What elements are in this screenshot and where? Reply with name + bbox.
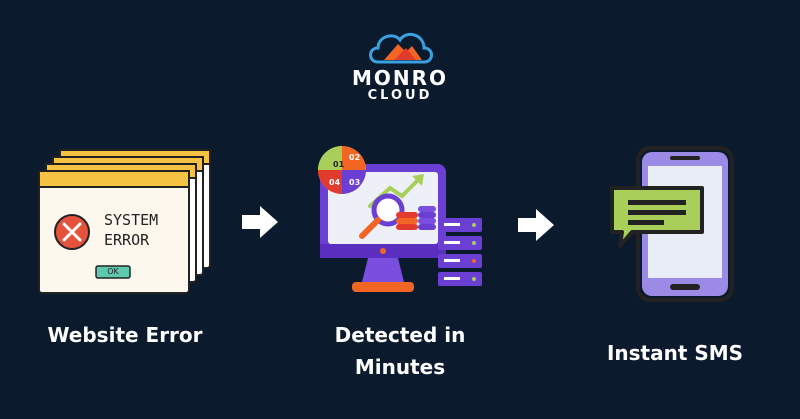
cloud-logo-icon — [369, 32, 433, 64]
phone-sms-icon — [610, 146, 734, 302]
brand-name: MONRO — [351, 66, 449, 90]
pie-label-1: 01 — [333, 160, 345, 169]
step-caption-instant-sms: Instant SMS — [606, 341, 744, 365]
dialog-text-line2: ERROR — [104, 231, 150, 249]
monitor-analytics-icon — [318, 146, 482, 292]
dialog-ok-button: OK — [107, 267, 119, 276]
step-caption-detected-line2: Minutes — [354, 355, 446, 379]
arrow-right-icon — [242, 206, 278, 238]
step-caption-detected-line1: Detected in — [334, 323, 466, 347]
error-dialog-icon — [38, 149, 211, 294]
pie-label-2: 02 — [349, 153, 361, 162]
dialog-text-line1: SYSTEM — [104, 211, 159, 229]
pie-label-3: 03 — [349, 178, 361, 187]
arrow-right-icon — [518, 209, 554, 241]
pie-label-4: 04 — [329, 178, 341, 187]
brand-subtitle: CLOUD — [367, 88, 433, 103]
step-caption-website-error: Website Error — [47, 323, 203, 347]
